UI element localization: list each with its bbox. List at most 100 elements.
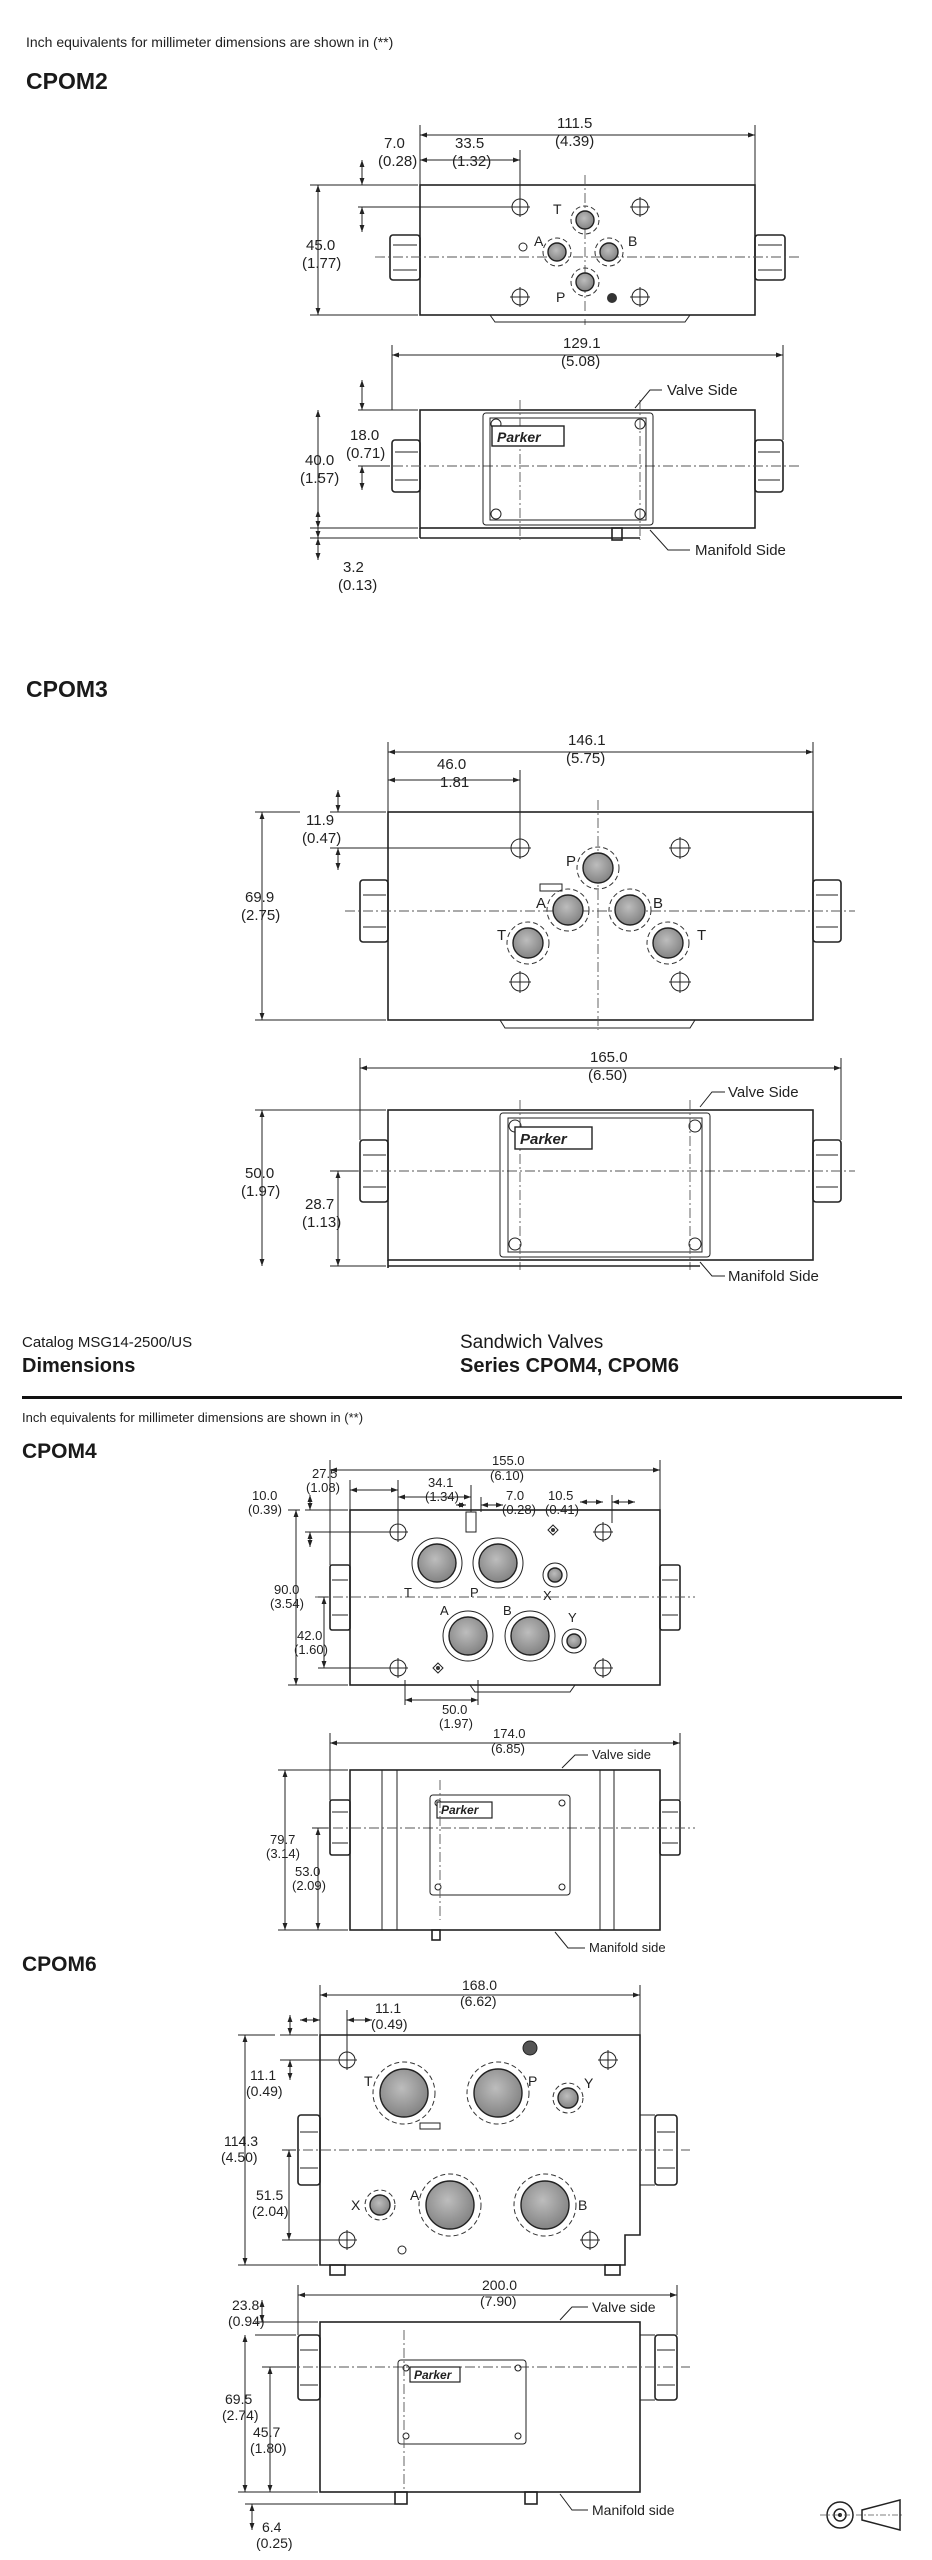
cpom4-port-x [547,1567,563,1583]
svg-text:79.7: 79.7 [270,1832,295,1847]
svg-text:10.0: 10.0 [252,1488,277,1503]
svg-text:23.8: 23.8 [232,2297,259,2313]
svg-text:(0.39): (0.39) [248,1502,282,1517]
svg-text:(1.08): (1.08) [306,1480,340,1495]
inch-note: Inch equivalents for millimeter dimensio… [26,34,394,50]
section-title: Dimensions [22,1355,136,1377]
cpom6-port-a [425,2180,475,2230]
cpom6-label-a: A [410,2187,420,2203]
svg-text:7.0: 7.0 [506,1488,524,1503]
svg-text:69.9: 69.9 [245,889,274,906]
cpom6-port-x [369,2194,391,2216]
svg-text:155.0: 155.0 [492,1453,525,1468]
svg-text:(7.90): (7.90) [480,2293,517,2309]
svg-text:(0.49): (0.49) [371,2016,408,2032]
inch-note-2: Inch equivalents for millimeter dimensio… [22,1410,364,1425]
cpom4-label-a: A [440,1603,449,1618]
cpom3-side-view: Parker 165.0 (6.50) Valve Side Manifold … [241,1049,855,1285]
cpom2-side-view: Parker 129.1 (5.08) Valve Side Manifold … [300,335,800,594]
cpom3-label-b: B [653,895,663,912]
svg-text:(5.75): (5.75) [566,750,605,767]
svg-text:(2.75): (2.75) [241,907,280,924]
cpom4-label-x: X [543,1588,552,1603]
cpom4-port-p [478,1543,518,1583]
cpom2-brand-logo: Parker [497,429,542,445]
svg-text:(2.74): (2.74) [222,2407,259,2423]
cpom4-side-view: Parker 174.0 (6.85) Valve side Manifold … [266,1726,695,1955]
svg-text:(1.13): (1.13) [302,1214,341,1231]
cpom3-port-t2 [652,927,684,959]
cpom3-brand-logo: Parker [520,1131,568,1148]
cpom6-manifold-side: Manifold side [592,2502,675,2518]
svg-text:(6.62): (6.62) [460,1993,497,2009]
svg-text:34.1: 34.1 [428,1475,453,1490]
svg-text:6.4: 6.4 [262,2519,282,2535]
svg-text:129.1: 129.1 [563,335,601,352]
svg-text:28.7: 28.7 [305,1196,334,1213]
cpom3-label-t1: T [497,927,506,944]
svg-text:(4.39): (4.39) [555,133,594,150]
cpom6-label-x: X [351,2197,361,2213]
svg-text:(2.09): (2.09) [292,1878,326,1893]
cpom2-label-p: P [556,289,565,305]
svg-text:45.7: 45.7 [253,2424,280,2440]
svg-text:7.0: 7.0 [384,135,405,152]
svg-text:(1.77): (1.77) [302,255,341,272]
svg-text:46.0: 46.0 [437,756,466,773]
cpom3-port-p [582,852,614,884]
cpom2-top-view: T A B P 111.5 (4.39) 33.5 (1.32) 7.0 (0.… [302,115,800,325]
svg-text:165.0: 165.0 [590,1049,628,1066]
svg-text:168.0: 168.0 [462,1977,497,1993]
svg-text:50.0: 50.0 [245,1165,274,1182]
svg-text:50.0: 50.0 [442,1702,467,1717]
cpom6-port-p [473,2068,523,2118]
svg-text:(0.25): (0.25) [256,2535,293,2551]
cpom6-port-y [557,2087,579,2109]
cpom2-port-b [599,242,619,262]
cpom4-body-top [349,1509,661,1686]
cpom2-hex-left [389,234,421,281]
svg-text:(3.54): (3.54) [270,1596,304,1611]
cpom6-port-t [379,2068,429,2118]
cpom3-label-t2: T [697,927,706,944]
cpom6-body-side [319,2321,641,2493]
cpom4-manifold-side: Manifold side [589,1940,666,1955]
cpom4-label-p: P [470,1585,479,1600]
cpom2-body-side [419,409,756,529]
svg-text:(0.47): (0.47) [302,830,341,847]
cpom2-port-a [547,242,567,262]
svg-text:146.1: 146.1 [568,732,606,749]
svg-text:(0.71): (0.71) [346,445,385,462]
cpom4-port-a [448,1616,488,1656]
cpom3-top-view: P A B T T 146.1 (5.75) 46.0 1.81 11.9 (0… [241,732,855,1030]
cpom2-title: CPOM2 [26,68,108,94]
cpom4-port-y [566,1633,582,1649]
svg-text:69.5: 69.5 [225,2391,252,2407]
svg-text:27.5: 27.5 [312,1466,337,1481]
svg-text:(1.97): (1.97) [439,1716,473,1731]
svg-text:114.3: 114.3 [224,2133,258,2149]
cpom4-title: CPOM4 [22,1440,97,1463]
cpom4-label-t: T [404,1585,412,1600]
cpom3-label-a: A [536,895,546,912]
third-angle-projection-icon [820,2499,902,2531]
svg-text:(5.08): (5.08) [561,353,600,370]
svg-text:(1.34): (1.34) [425,1489,459,1504]
svg-text:51.5: 51.5 [256,2187,283,2203]
cpom2-port-p [575,272,595,292]
cpom2-hex-right [754,234,786,281]
svg-text:42.0: 42.0 [297,1628,322,1643]
svg-text:11.1: 11.1 [375,2000,401,2016]
svg-text:(3.14): (3.14) [266,1846,300,1861]
svg-text:(0.28): (0.28) [378,153,417,170]
svg-text:11.1: 11.1 [250,2067,276,2083]
svg-text:(1.97): (1.97) [241,1183,280,1200]
svg-text:(2.04): (2.04) [252,2203,289,2219]
cpom3-label-p: P [566,853,576,870]
cpom3-title: CPOM3 [26,676,108,702]
cpom3-port-b [614,894,646,926]
svg-text:(6.10): (6.10) [490,1468,524,1483]
cpom2-port-t [575,210,595,230]
svg-text:(0.13): (0.13) [338,577,377,594]
